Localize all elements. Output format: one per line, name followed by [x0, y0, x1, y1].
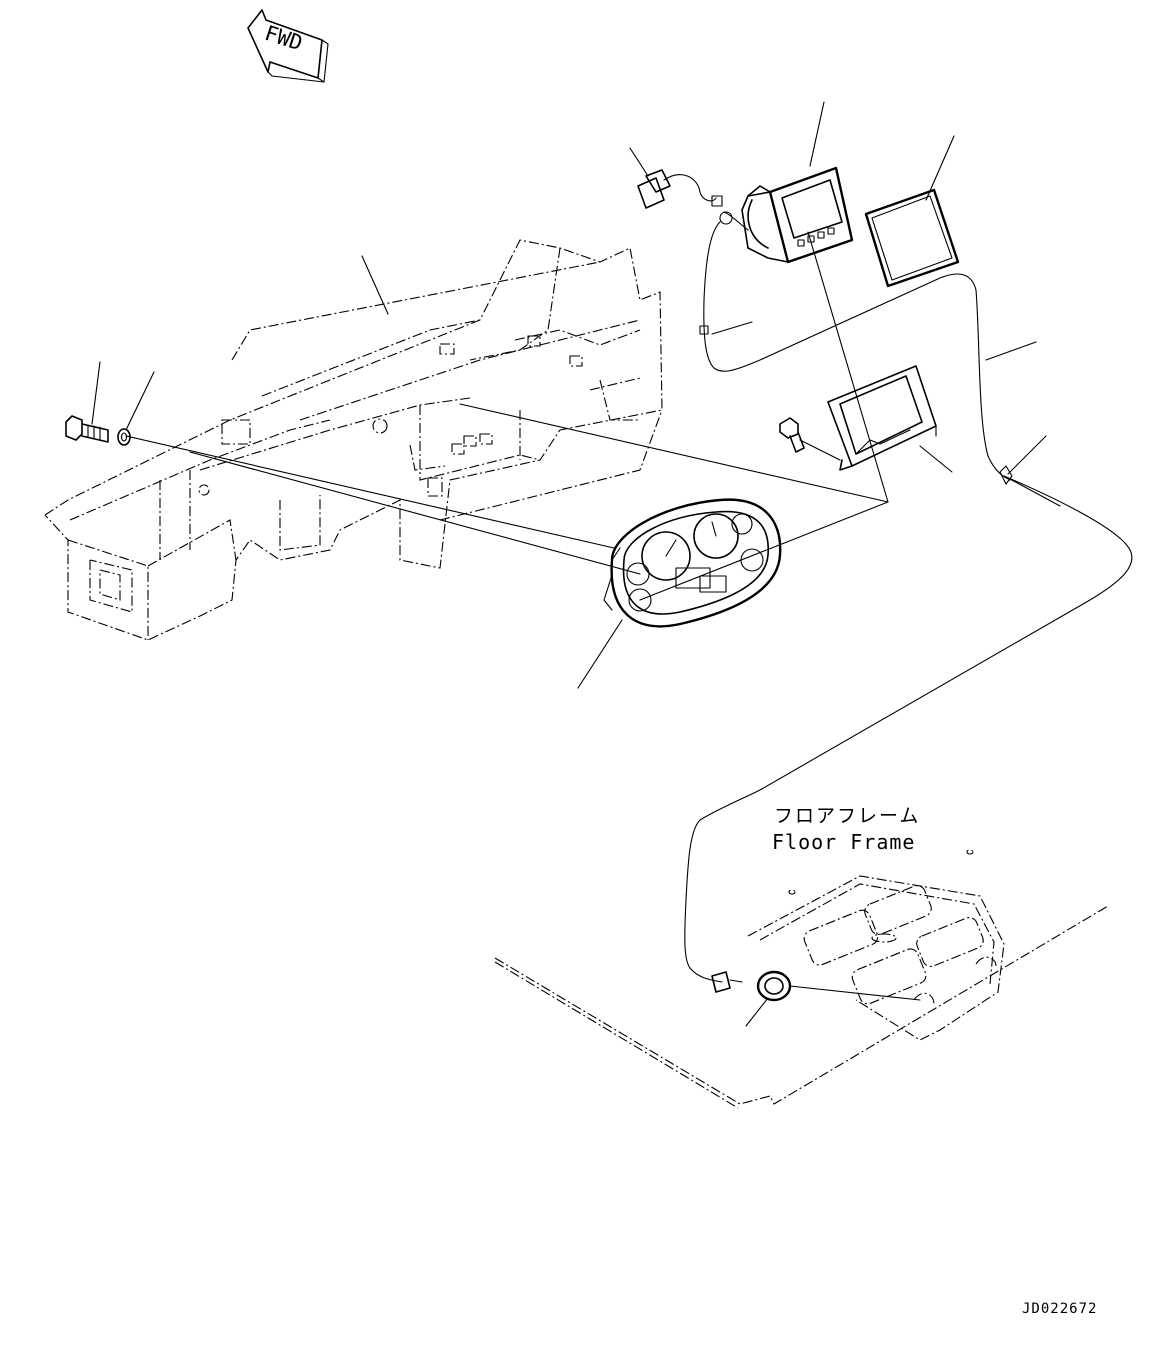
floor-frame — [494, 849, 1109, 1109]
fwd-label: FWD — [262, 21, 305, 56]
drawing-number: JD022672 — [1022, 1301, 1097, 1317]
leader-lines — [91, 101, 1047, 1027]
dashboard-frame — [44, 239, 663, 641]
assembly-lines — [125, 231, 921, 1001]
cable — [684, 465, 1133, 993]
fwd-arrow: FWD — [247, 9, 329, 83]
instrument-cluster — [603, 498, 782, 628]
bolt — [65, 415, 109, 443]
connector — [637, 169, 1011, 481]
floor-frame-label-jp: フロアフレーム — [774, 805, 920, 827]
floor-sensor — [756, 970, 792, 1002]
cover-sheet — [864, 188, 960, 288]
monitor — [741, 166, 854, 264]
monitor-bracket — [827, 365, 937, 471]
floor-frame-label-en: Floor Frame — [772, 830, 915, 854]
screw — [779, 417, 805, 453]
